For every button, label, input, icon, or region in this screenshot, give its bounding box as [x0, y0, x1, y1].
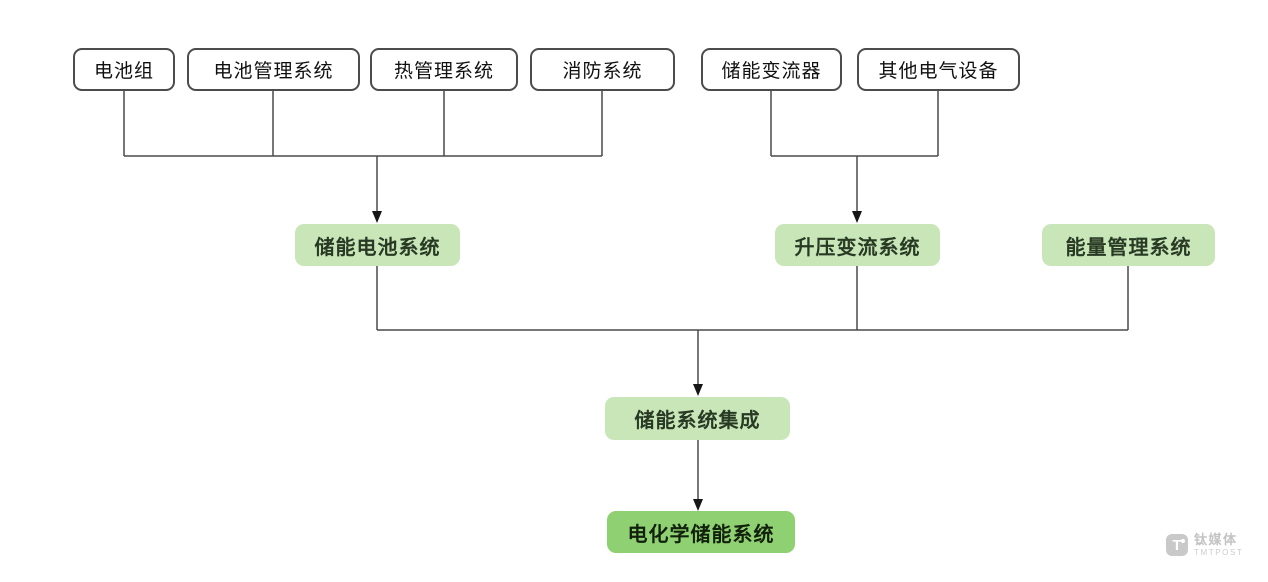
arrowhead-battery-system [372, 211, 382, 223]
watermark-brand: 钛媒体 [1194, 532, 1238, 547]
connector-right-group-verticals [770, 91, 939, 156]
arrowhead-boost-system [852, 211, 862, 223]
node-fire-protection-system: 消防系统 [530, 48, 675, 91]
arrowhead-integration [693, 384, 703, 396]
watermark-text: 钛媒体 TMTPOST [1194, 533, 1243, 557]
connector-left-group-verticals [123, 91, 603, 156]
tmtpost-logo-dot [1181, 539, 1185, 543]
tmtpost-logo-icon: T [1166, 534, 1188, 556]
node-battery-pack: 电池组 [73, 48, 175, 91]
arrowhead-final [693, 499, 703, 511]
node-thermal-management-system: 热管理系统 [370, 48, 518, 91]
tmtpost-logo-letter: T [1172, 537, 1182, 554]
node-storage-converter: 储能变流器 [701, 48, 842, 91]
watermark-tmtpost: T 钛媒体 TMTPOST [1166, 533, 1243, 557]
node-storage-battery-system: 储能电池系统 [295, 224, 460, 266]
watermark-subtitle: TMTPOST [1194, 548, 1244, 557]
node-boost-converter-system: 升压变流系统 [775, 224, 940, 266]
node-energy-management-system: 能量管理系统 [1042, 224, 1215, 266]
node-other-electrical-equipment: 其他电气设备 [857, 48, 1020, 91]
node-battery-management-system: 电池管理系统 [187, 48, 360, 91]
connector-subsystem-verticals [376, 266, 1129, 330]
node-storage-system-integration: 储能系统集成 [605, 397, 790, 440]
node-electrochemical-storage-system: 电化学储能系统 [607, 511, 795, 553]
